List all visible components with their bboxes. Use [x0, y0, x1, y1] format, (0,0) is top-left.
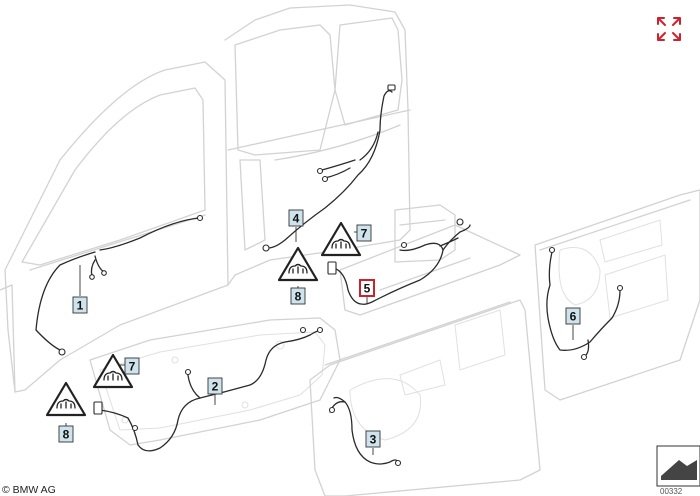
warning-triangle-icon: [92, 353, 134, 389]
warning-triangle-icon: [320, 221, 362, 257]
part-label-1[interactable]: 1: [72, 296, 88, 314]
svg-text:4: 4: [293, 212, 300, 226]
svg-text:8: 8: [295, 290, 302, 304]
warning-triangle-icon: [45, 381, 87, 417]
part-label-4[interactable]: 4: [288, 209, 304, 227]
image-number: 00332: [660, 487, 683, 496]
part-label-8[interactable]: 8: [58, 425, 74, 443]
svg-text:8: 8: [63, 428, 70, 442]
part-label-7[interactable]: 7: [356, 224, 372, 242]
svg-text:1: 1: [77, 299, 84, 313]
part-label-7[interactable]: 7: [124, 357, 140, 375]
expand-arrows-icon[interactable]: [654, 14, 684, 44]
svg-text:7: 7: [361, 227, 368, 241]
copyright-text: © BMW AG: [2, 484, 56, 496]
part-label-5[interactable]: 5: [359, 279, 375, 297]
wire-harness-4[interactable]: [262, 84, 396, 252]
part-label-3[interactable]: 3: [365, 430, 381, 448]
wire-harness-6[interactable]: [546, 246, 624, 361]
leader-lines: [65, 227, 574, 455]
svg-text:3: 3: [370, 433, 377, 447]
warning-triangle-icon: [277, 246, 319, 282]
svg-text:6: 6: [570, 310, 577, 324]
wire-harness-2[interactable]: [93, 326, 324, 452]
vehicle-orientation-icon: [656, 445, 700, 487]
part-label-2[interactable]: 2: [207, 377, 223, 395]
svg-text:7: 7: [129, 360, 136, 374]
wire-harness-5[interactable]: [327, 218, 471, 305]
part-label-8[interactable]: 8: [290, 287, 306, 305]
part-label-6[interactable]: 6: [565, 307, 581, 325]
wire-harness-3[interactable]: [328, 396, 402, 467]
car-body-outline: [0, 4, 700, 496]
svg-text:2: 2: [212, 380, 219, 394]
wire-harness-1[interactable]: [35, 214, 204, 356]
svg-text:5: 5: [364, 282, 371, 296]
